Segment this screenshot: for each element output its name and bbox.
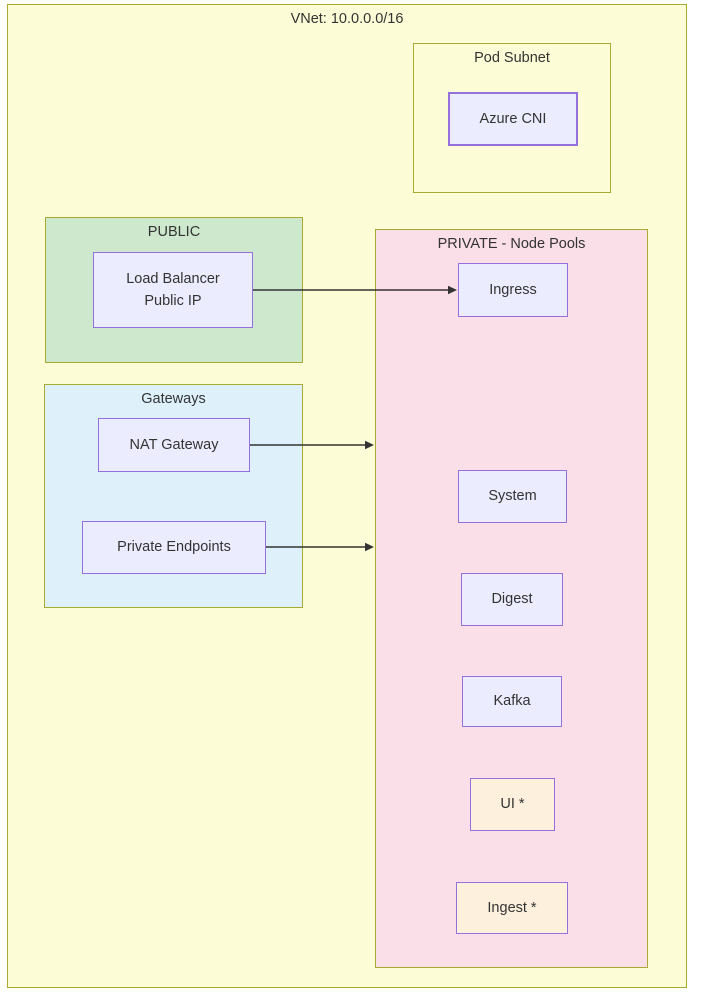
node-kafka: Kafka bbox=[462, 676, 562, 727]
node-ingress: Ingress bbox=[458, 263, 568, 317]
node-azure-cni-label: Azure CNI bbox=[479, 110, 547, 127]
node-ui-label: UI * bbox=[500, 796, 525, 813]
pod-subnet-label: Pod Subnet bbox=[474, 50, 550, 66]
node-kafka-label: Kafka bbox=[493, 693, 531, 710]
node-system-label: System bbox=[488, 488, 537, 505]
public-label: PUBLIC bbox=[147, 224, 201, 240]
gateways-label: Gateways bbox=[141, 391, 206, 407]
node-digest-label: Digest bbox=[491, 591, 533, 608]
vnet-title: VNet: 10.0.0.0/16 bbox=[290, 11, 404, 27]
node-private-endpoints: Private Endpoints bbox=[82, 521, 266, 574]
node-nat-gateway: NAT Gateway bbox=[98, 418, 250, 472]
node-digest: Digest bbox=[461, 573, 563, 626]
node-private-endpoints-label: Private Endpoints bbox=[117, 539, 231, 556]
node-load-balancer-public-ip: Load Balancer Public IP bbox=[93, 252, 253, 328]
subgraph-pod-subnet: Pod Subnet bbox=[413, 43, 611, 193]
node-ingest-label: Ingest * bbox=[487, 899, 537, 916]
node-ingress-label: Ingress bbox=[489, 281, 537, 298]
node-ui: UI * bbox=[470, 778, 555, 831]
node-nat-gateway-label: NAT Gateway bbox=[129, 436, 219, 453]
private-node-pools-label: PRIVATE - Node Pools bbox=[437, 236, 586, 252]
node-azure-cni: Azure CNI bbox=[448, 92, 578, 146]
node-system: System bbox=[458, 470, 567, 523]
node-load-balancer-label-line2: Public IP bbox=[144, 293, 202, 309]
node-load-balancer-label-line1: Load Balancer bbox=[126, 270, 220, 287]
node-ingest: Ingest * bbox=[456, 882, 568, 934]
